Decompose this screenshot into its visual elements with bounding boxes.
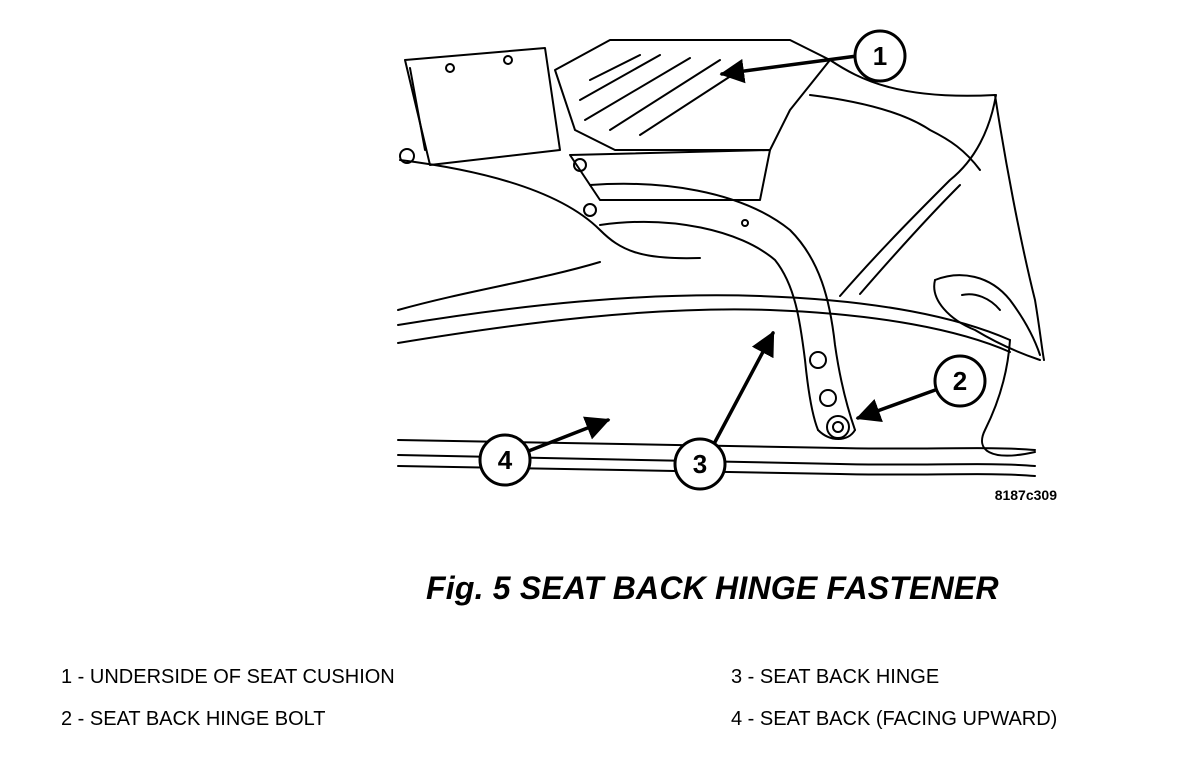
callout-3-label: 3: [693, 449, 707, 479]
legend-item-3: 3 - SEAT BACK HINGE: [731, 666, 940, 688]
seat-back-hinge-illustration: 1 2 3 4 8187c309: [397, 29, 1058, 503]
legend-item-1: 1 - UNDERSIDE OF SEAT CUSHION: [61, 666, 395, 688]
callout-4-label: 4: [498, 445, 513, 475]
callout-2: 2: [933, 354, 987, 408]
leader-arrows: [524, 54, 940, 454]
callout-3: 3: [673, 437, 727, 491]
seat-cushion-underside: [397, 39, 996, 311]
callout-2-label: 2: [953, 366, 967, 396]
callout-1: 1: [853, 29, 907, 83]
legend-item-4: 4 - SEAT BACK (FACING UPWARD): [731, 708, 1058, 730]
figure-caption: Fig. 5 SEAT BACK HINGE FASTENER: [426, 570, 999, 606]
callout-1-label: 1: [873, 41, 887, 71]
legend-item-2: 2 - SEAT BACK HINGE BOLT: [61, 708, 326, 730]
figure-code: 8187c309: [995, 487, 1058, 503]
seat-back-hinge: [589, 182, 856, 440]
callout-4: 4: [478, 433, 532, 487]
seat-back-hinge-bolt: [826, 415, 850, 439]
